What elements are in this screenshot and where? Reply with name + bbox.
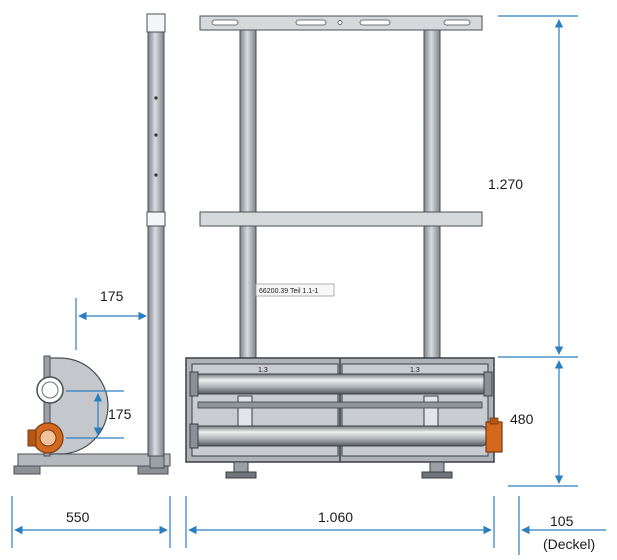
top-bar-slot — [359, 19, 391, 26]
lower-pipe — [195, 425, 487, 447]
side-post — [147, 29, 165, 457]
front-flange — [485, 421, 503, 453]
pipe-clamp — [423, 395, 439, 427]
dimension-1060: 1.060 — [318, 509, 353, 525]
upper-pipe — [195, 373, 487, 395]
pipe-clamp — [237, 395, 253, 427]
side-clamp-body — [47, 357, 109, 455]
front-foot — [233, 461, 249, 473]
side-post-cap — [146, 13, 166, 33]
top-bar-hole — [337, 20, 343, 25]
top-bar-slot — [443, 19, 471, 26]
front-foot — [429, 461, 445, 473]
mid-support — [197, 401, 483, 409]
side-base-rail — [17, 453, 171, 467]
side-flange-lower-inner — [39, 429, 57, 447]
dimension-480: 480 — [510, 411, 534, 427]
dimension-105-note: (Deckel) — [543, 536, 595, 552]
side-post-hole — [154, 133, 158, 137]
front-foot-pad — [225, 471, 257, 479]
dimension-550: 550 — [66, 509, 90, 525]
front-post-right — [423, 29, 441, 361]
top-bar-slot — [295, 19, 327, 26]
front-view: 66200.39 Teil 1.1-1 1.3 1.3 — [185, 15, 503, 479]
side-post-foot — [149, 455, 165, 469]
upper-pipe-endcap-left — [189, 371, 199, 397]
side-base-foot-left — [13, 465, 41, 475]
dimension-105: 105 — [550, 513, 574, 529]
side-post-hole — [154, 96, 158, 100]
side-post-hole — [154, 173, 158, 177]
side-flange-bolt — [27, 429, 37, 447]
dimension-lines — [11, 15, 606, 555]
dimension-175-horizontal: 175 — [100, 288, 124, 304]
front-flange-bolt — [489, 417, 499, 425]
side-view — [13, 13, 171, 475]
lower-pipe-endcap-left — [189, 423, 199, 449]
upper-pipe-endcap-right — [483, 371, 493, 397]
front-middle-bar — [199, 211, 483, 227]
panel-mark: 1.3 — [258, 367, 268, 374]
top-bar-slot — [211, 19, 239, 26]
side-clamp-plate — [43, 355, 51, 457]
side-pipe-upper-inner — [41, 381, 59, 399]
side-post-joint — [146, 211, 166, 227]
front-post-left — [239, 29, 257, 361]
part-label-box — [255, 283, 335, 297]
part-label: 66200.39 Teil 1.1-1 — [259, 288, 319, 295]
dimension-1270: 1.270 — [488, 176, 523, 192]
dimension-175-vertical: 175 — [108, 406, 132, 422]
panel-mark: 1.3 — [410, 367, 420, 374]
front-foot-pad — [421, 471, 453, 479]
